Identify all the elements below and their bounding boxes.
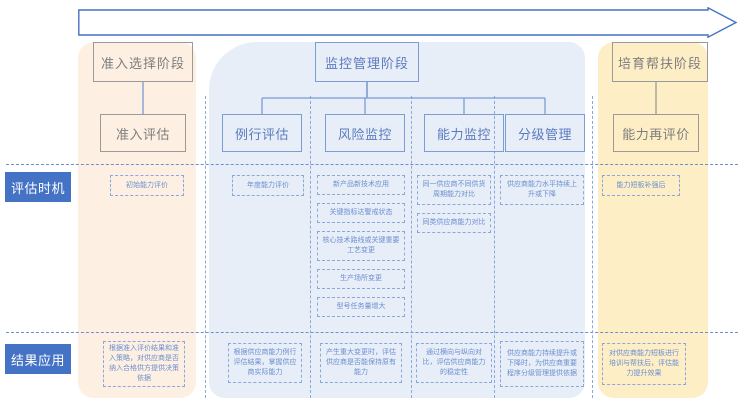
timing-chip-fengxian-4: 型号任务量增大 (317, 297, 405, 317)
timing-chip-text: 能力短板补强后 (616, 181, 666, 189)
stage-panel-entry (78, 42, 196, 398)
result-chip-lixing: 根据供应商能力例行评估结果，掌握供应商实际能力 (228, 343, 302, 383)
stage-box-cultivate[interactable]: 培育帮扶阶段 (612, 42, 708, 82)
timing-chip-lixing-0: 年度能力评价 (232, 175, 304, 196)
timing-chip-text: 核心技术路线或关键重要工艺变更 (322, 237, 400, 254)
row-label-timing: 评估时机 (5, 172, 71, 202)
result-chip-zhunru: 根据准入评价结果和准入策略，对供应商是否纳入合格供方提供决策依据 (103, 341, 185, 387)
timing-chip-fengxian-2: 核心技术路线或关键重要工艺变更 (317, 231, 405, 261)
row-label-result: 结果应用 (5, 344, 71, 374)
stage-box-monitor[interactable]: 监控管理阶段 (315, 42, 419, 82)
timing-chip-zhunru-0: 初始能力评价 (110, 175, 184, 196)
node-label-fengxian-jiankong: 风险监控 (337, 126, 392, 142)
result-chip-text: 对供应商能力短板进行培训与帮扶后，评估能力提升效果 (609, 350, 679, 377)
timing-chip-fengxian-3: 生产场所变更 (317, 269, 405, 289)
node-label-lixing-pinggu: 例行评估 (234, 126, 289, 142)
stage-label-monitor: 监控管理阶段 (324, 55, 409, 71)
timing-chip-text: 同一供应商不同供货周期能力对比 (422, 181, 486, 198)
timing-chip-text: 生产场所变更 (340, 275, 382, 282)
column-divider-1 (205, 96, 206, 398)
result-chip-text: 根据供应商能力例行评估结果，掌握供应商实际能力 (233, 349, 297, 376)
node-label-fenji-guanli: 分级管理 (517, 126, 572, 142)
column-divider-4 (494, 96, 495, 398)
timing-chip-fengxian-0: 新产品新技术应用 (317, 175, 405, 195)
stage-label-entry: 准入选择阶段 (100, 55, 185, 71)
node-label-zhunru-pinggu: 准入评估 (115, 126, 170, 142)
column-divider-3 (411, 96, 412, 398)
result-chip-zaipingjia: 对供应商能力短板进行培训与帮扶后，评估能力提升效果 (602, 343, 686, 385)
node-box-fengxian-jiankong[interactable]: 风险监控 (325, 114, 405, 152)
timing-chip-fengxian-1: 关键指标达警戒状态 (317, 203, 405, 223)
node-box-fenji-guanli[interactable]: 分级管理 (505, 114, 585, 152)
timing-chip-text: 初始能力评价 (126, 181, 168, 189)
node-label-nengli-zaipingjia: 能力再评价 (622, 126, 690, 142)
result-chip-text: 产生重大变更时，评估供应商是否能保持原有能力 (326, 349, 396, 376)
row-label-result-text: 结果应用 (10, 352, 65, 368)
result-chip-nengli: 通过横向与纵向对比，评估供应商能力的稳定性 (416, 343, 492, 383)
timing-chip-text: 供应商能力水平持续上升或下降 (507, 181, 577, 198)
timing-chip-fenji-0: 供应商能力水平持续上升或下降 (500, 175, 584, 205)
result-chip-text: 通过横向与纵向对比，评估供应商能力的稳定性 (422, 349, 486, 376)
column-divider-5 (592, 96, 593, 398)
timing-chip-text: 型号任务量增大 (336, 303, 386, 310)
node-label-nengli-jiankong: 能力监控 (436, 126, 491, 142)
result-chip-fengxian: 产生重大变更时，评估供应商是否能保持原有能力 (320, 343, 402, 383)
timing-chip-text: 新产品新技术应用 (333, 181, 389, 188)
result-chip-fenji: 供应商能力持续提升或下降时，为供应商重要程序分级管理提供依据 (500, 341, 584, 387)
stage-panel-cultivate (598, 42, 708, 398)
stage-box-entry[interactable]: 准入选择阶段 (93, 42, 193, 82)
timing-chip-text: 关键指标达警戒状态 (329, 209, 393, 216)
row-label-timing-text: 评估时机 (10, 180, 65, 196)
result-chip-text: 根据准入评价结果和准入策略，对供应商是否纳入合格供方提供决策依据 (109, 345, 179, 382)
node-box-nengli-zaipingjia[interactable]: 能力再评价 (613, 114, 699, 152)
row-separator-result (6, 332, 738, 333)
timing-chip-zaipingjia-0: 能力短板补强后 (602, 175, 680, 196)
timeline-arrow-icon (78, 7, 738, 39)
result-chip-text: 供应商能力持续提升或下降时，为供应商重要程序分级管理提供依据 (507, 350, 577, 377)
node-box-zhunru-pinggu[interactable]: 准入评估 (100, 114, 186, 152)
column-divider-2 (310, 96, 311, 398)
row-separator-timing (6, 164, 738, 165)
timing-chip-nengli-0: 同一供应商不同供货周期能力对比 (417, 175, 491, 205)
stage-panel-monitor (209, 42, 585, 398)
timing-chip-nengli-1: 同类供应商能力对比 (417, 213, 491, 233)
timing-chip-text: 年度能力评价 (247, 181, 289, 189)
stage-label-cultivate: 培育帮扶阶段 (617, 55, 702, 71)
node-box-nengli-jiankong[interactable]: 能力监控 (424, 114, 504, 152)
node-box-lixing-pinggu[interactable]: 例行评估 (222, 114, 302, 152)
timing-chip-text: 同类供应商能力对比 (422, 219, 486, 226)
